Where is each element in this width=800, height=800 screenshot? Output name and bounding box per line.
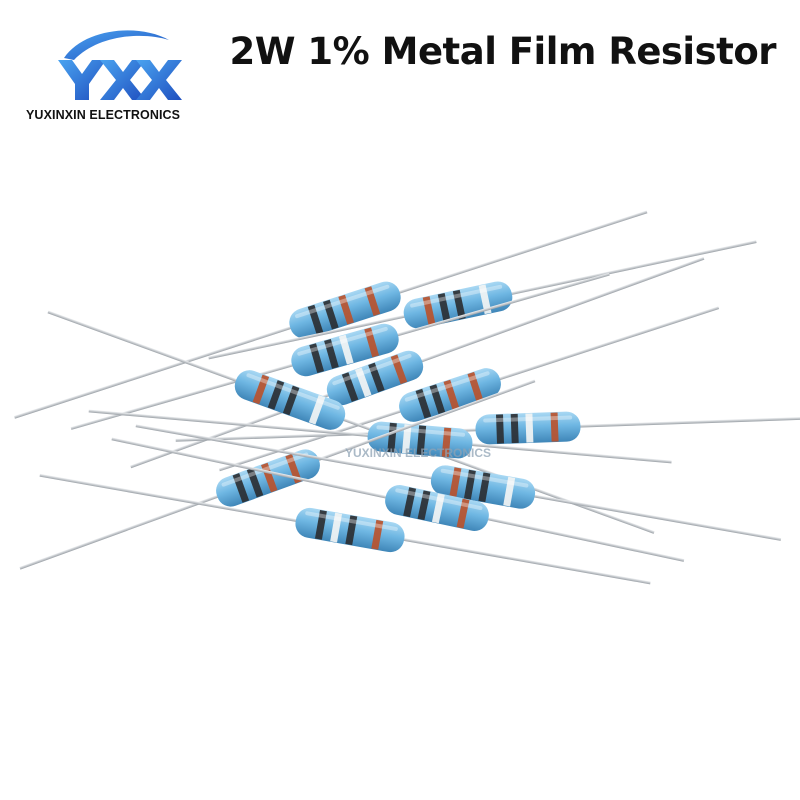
color-band: [417, 490, 431, 521]
color-band: [416, 425, 427, 455]
color-band: [232, 473, 250, 503]
color-band: [252, 374, 270, 405]
resistor: [14, 210, 648, 419]
color-band: [437, 293, 451, 323]
resistor: [218, 306, 720, 472]
color-band: [387, 422, 397, 453]
color-band: [282, 385, 300, 416]
color-band: [390, 354, 408, 385]
color-band: [525, 413, 534, 443]
color-band: [341, 372, 359, 402]
color-band: [550, 412, 559, 442]
product-title: 2W 1% Metal Film Resistor: [229, 30, 776, 73]
color-band: [510, 413, 519, 444]
color-band: [323, 299, 339, 330]
resistor: [39, 473, 651, 585]
color-band: [355, 367, 372, 398]
color-band: [415, 388, 432, 419]
brand-logo: [58, 30, 182, 100]
color-band: [309, 343, 325, 374]
resistor: [175, 411, 800, 445]
color-band: [478, 472, 491, 503]
color-band: [338, 294, 354, 325]
color-band: [467, 371, 484, 402]
watermark: YUXINXIN ELECTRONICS: [345, 446, 492, 460]
color-band: [267, 380, 285, 410]
resistor: [135, 424, 782, 541]
color-band: [285, 453, 302, 484]
color-band: [496, 414, 505, 444]
color-band: [443, 379, 460, 410]
color-band: [478, 284, 492, 315]
color-band: [452, 289, 466, 320]
color-band: [403, 487, 417, 518]
color-band: [441, 427, 452, 458]
color-band: [449, 467, 462, 498]
resistor: [111, 437, 685, 562]
color-band: [307, 304, 324, 335]
color-band: [463, 469, 476, 500]
color-band: [371, 519, 384, 550]
color-band: [402, 424, 412, 454]
color-band: [456, 498, 470, 529]
color-band: [429, 384, 446, 414]
resistor: [208, 240, 757, 360]
resistor: [70, 272, 610, 430]
color-band: [338, 334, 354, 365]
color-band: [324, 338, 339, 369]
color-band: [364, 327, 379, 358]
resistor: [130, 256, 705, 469]
color-band: [345, 515, 358, 546]
color-band: [503, 476, 516, 507]
color-band: [314, 509, 327, 540]
color-band: [246, 467, 264, 498]
color-band: [368, 362, 385, 393]
color-band: [422, 296, 436, 327]
color-band: [431, 493, 445, 524]
brand-name: YUXINXIN ELECTRONICS: [26, 108, 181, 122]
color-band: [330, 512, 343, 543]
color-band: [364, 286, 381, 316]
color-band: [308, 395, 326, 425]
